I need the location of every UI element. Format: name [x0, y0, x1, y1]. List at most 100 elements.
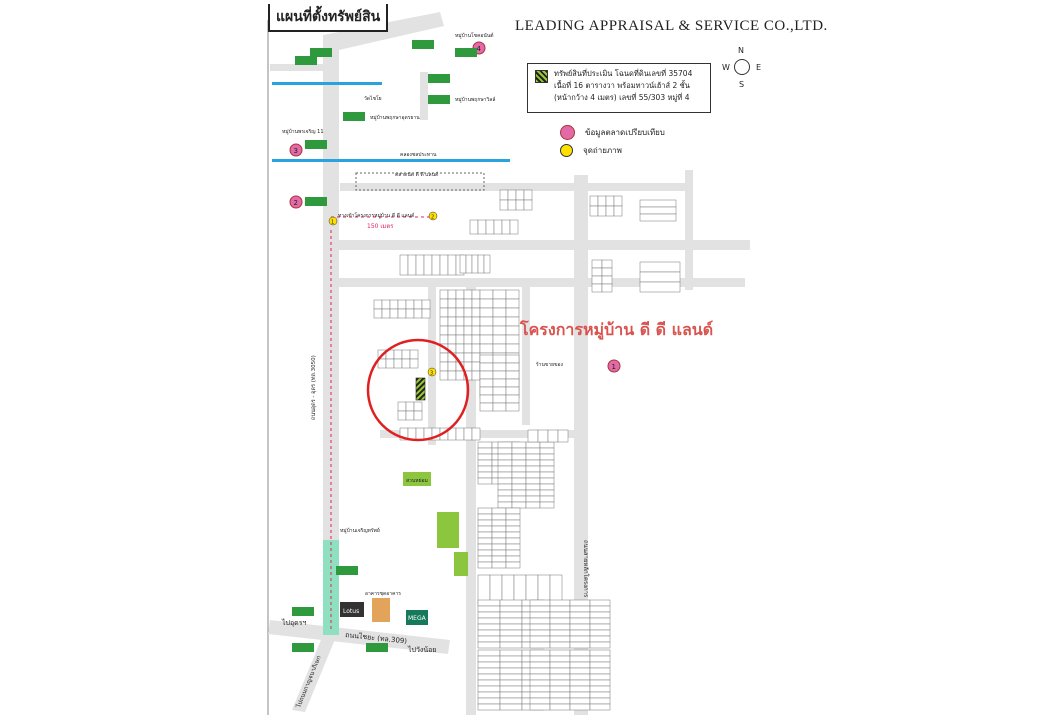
lot [499, 667, 523, 675]
lot [463, 325, 473, 336]
lot [479, 316, 494, 327]
road-v-east [574, 175, 588, 715]
lot [479, 343, 494, 354]
lot [471, 316, 481, 327]
lot [525, 495, 541, 503]
lot [493, 219, 503, 235]
lot [505, 307, 520, 318]
lot [589, 611, 611, 619]
lot [589, 635, 611, 643]
lot [549, 649, 571, 657]
lot [511, 471, 527, 479]
company-name: LEADING APPRAISAL & SERVICE CO.,LTD. [515, 18, 828, 34]
lot [589, 195, 599, 207]
lot [511, 453, 527, 461]
lot [397, 410, 407, 421]
lot [557, 429, 569, 443]
lot [589, 599, 611, 607]
lot [439, 316, 449, 327]
lot [447, 289, 457, 300]
lot [447, 298, 457, 309]
lot [431, 254, 441, 276]
lot [397, 299, 407, 310]
lot [529, 667, 551, 675]
lot [492, 354, 507, 364]
lot [525, 471, 541, 479]
lot [569, 691, 591, 699]
lot [589, 685, 611, 693]
lot [477, 617, 501, 625]
lot [605, 205, 615, 217]
lot [549, 617, 571, 625]
lot [589, 617, 611, 625]
lot [549, 641, 571, 649]
lot [589, 679, 611, 687]
lot [569, 605, 591, 613]
lot [639, 271, 681, 283]
lot [471, 361, 481, 372]
lot [499, 599, 523, 607]
lot [492, 289, 507, 300]
lot [639, 281, 681, 293]
lot [477, 543, 493, 551]
lot [549, 667, 571, 675]
lot [413, 401, 423, 412]
lot [529, 703, 551, 711]
lot [499, 655, 523, 663]
lot [509, 219, 519, 235]
lot [539, 447, 555, 455]
lot [447, 316, 457, 327]
lot [477, 453, 493, 461]
lot [463, 361, 473, 372]
lot [491, 525, 507, 533]
map-title: แผนที่ตั้งทรัพย์สิน [268, 4, 389, 32]
lot [492, 394, 507, 404]
lot [529, 641, 551, 649]
lot [405, 410, 415, 421]
lot [491, 537, 507, 545]
lot [505, 549, 521, 557]
lot [463, 352, 473, 363]
legend-photo: จุดถ่ายภาพ [560, 144, 622, 157]
lot [549, 685, 571, 693]
lot [463, 298, 473, 309]
lot [505, 325, 520, 336]
lot [511, 489, 527, 497]
lot [511, 477, 527, 485]
lot [511, 441, 527, 449]
lot [589, 629, 611, 637]
canal-label: คลองชลประทาน [400, 152, 437, 158]
lot [639, 213, 677, 222]
lot [401, 349, 411, 360]
lot [415, 427, 425, 441]
lot [589, 691, 611, 699]
lot [492, 378, 507, 388]
lot [569, 617, 591, 625]
lot [549, 605, 571, 613]
lot [525, 477, 541, 485]
village-label-a: หมู่บ้านพรเจริญ 11 [282, 128, 324, 135]
lot [569, 641, 591, 649]
lot [539, 477, 555, 485]
lot [499, 649, 523, 657]
lot [447, 370, 457, 381]
lot [439, 352, 449, 363]
village-label-b: หมู่บ้านพฤกษาอุดรธาน [370, 114, 420, 121]
lot [492, 343, 507, 354]
lot [455, 325, 465, 336]
soi-main-label: ถนนสายหลักโครงการ [582, 540, 590, 598]
lot [455, 334, 465, 345]
svg-text:2: 2 [431, 215, 434, 221]
lot [505, 370, 520, 380]
lot [605, 195, 615, 207]
market-area [355, 172, 485, 191]
lot [393, 358, 403, 369]
lot [569, 611, 591, 619]
lot [589, 649, 611, 657]
lot [413, 410, 423, 421]
lot [491, 549, 507, 557]
lot [471, 298, 481, 309]
lot [479, 325, 494, 336]
lot [569, 623, 591, 631]
lot [505, 343, 520, 354]
